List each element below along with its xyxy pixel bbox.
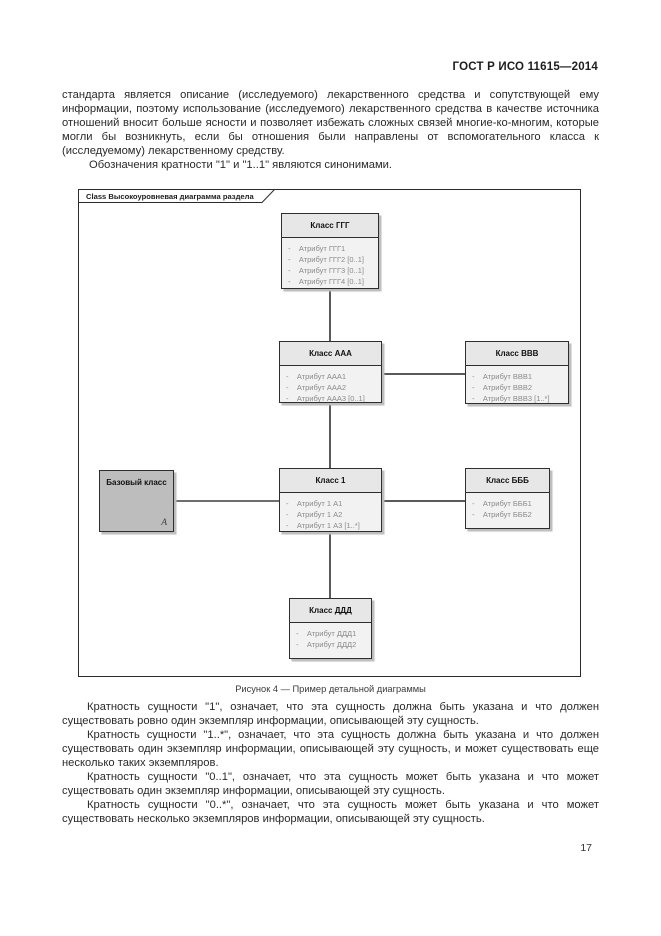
class-attribute: - Атрибут БББ2 [472,510,532,519]
page-number: 17 [580,842,592,854]
uml-class-ddd: Класс ДДД - Атрибут ДДД1 - Атрибут ДДД2 [289,598,372,659]
class-attribute: - Атрибут ААА2 [286,383,347,392]
class-attributes: - Атрибут ГГГ1 - Атрибут ГГГ2 [0..1] - А… [282,238,378,288]
class-attributes: - Атрибут ДДД1 - Атрибут ДДД2 [290,623,371,653]
class-attributes: - Атрибут 1 А1 - Атрибут 1 А2 - Атрибут … [280,493,381,531]
uml-class-ggg: Класс ГГГ - Атрибут ГГГ1 - Атрибут ГГГ2 … [281,213,379,289]
uml-class-1: Класс 1 - Атрибут 1 А1 - Атрибут 1 А2 - … [279,468,382,532]
class-attribute: - Атрибут ГГГ2 [0..1] [288,255,364,264]
class-attribute: - Атрибут ВВВ2 [472,383,533,392]
class-attribute: - Атрибут ГГГ4 [0..1] [288,277,364,286]
class-attribute: - Атрибут ГГГ1 [288,244,346,253]
connector-class1-bbb [382,500,465,502]
class-title: Класс ВВВ [466,342,568,366]
connector-ggg-aaa [329,289,331,341]
class-title: Класс ААА [280,342,381,366]
body-paragraph: Кратность сущности "0..*", означает, что… [62,799,599,825]
class-attribute: - Атрибут 1 А2 [286,510,343,519]
body-paragraph: Кратность сущности "0..1", означает, что… [62,771,599,797]
body-paragraph: Кратность сущности "1..*", означает, что… [62,729,599,769]
class-title: Класс ГГГ [282,214,378,238]
class-title: Класс 1 [280,469,381,493]
class-attribute: - Атрибут ААА1 [286,372,347,381]
connector-class1-ddd [329,532,331,598]
uml-diagram-frame: Class Высокоуровневая диаграмма раздела … [78,189,581,677]
class-attributes: - Атрибут БББ1 - Атрибут БББ2 [466,493,549,523]
connector-aaa-class1 [329,403,331,468]
figure-caption: Рисунок 4 — Пример детальной диаграммы [235,684,426,694]
body-text-block: Кратность сущности "1", означает, что эт… [62,700,599,826]
body-paragraph: Кратность сущности "1", означает, что эт… [62,701,599,727]
class-attribute: - Атрибут ДДД2 [296,640,357,649]
document-header: ГОСТ Р ИСО 11615—2014 [452,61,598,73]
class-title: Класс ДДД [290,599,371,623]
class-attribute: - Атрибут ВВВ3 [1..*] [472,394,550,403]
intro-paragraph: Обозначения кратности "1" и "1..1" являю… [89,159,393,171]
abstract-marker: A [161,518,167,528]
intro-text-block: стандарта является описание (исследуемог… [62,88,599,172]
class-attribute: - Атрибут ВВВ1 [472,372,533,381]
class-attribute: - Атрибут 1 А1 [286,499,343,508]
intro-paragraph: стандарта является описание (исследуемог… [62,89,599,157]
class-attributes: - Атрибут ВВВ1 - Атрибут ВВВ2 - Атрибут … [466,366,568,403]
uml-class-base: Базовый класс A [99,470,174,532]
frame-tab-label: Class Высокоуровневая диаграмма раздела [86,192,254,201]
uml-class-bbb: Класс БББ - Атрибут БББ1 - Атрибут БББ2 [465,468,550,529]
uml-class-aaa: Класс ААА - Атрибут ААА1 - Атрибут ААА2 … [279,341,382,403]
class-title: Класс БББ [466,469,549,493]
connector-aaa-vvv [382,373,465,375]
class-attribute: - Атрибут БББ1 [472,499,532,508]
uml-class-vvv: Класс ВВВ - Атрибут ВВВ1 - Атрибут ВВВ2 … [465,341,569,404]
class-attributes: - Атрибут ААА1 - Атрибут ААА2 - Атрибут … [280,366,381,403]
connector-base-class1 [174,500,279,502]
class-attribute: - Атрибут 1 А3 [1..*] [286,521,360,530]
class-attribute: - Атрибут ГГГ3 [0..1] [288,266,364,275]
class-title: Базовый класс [106,478,167,487]
class-attribute: - Атрибут ААА3 [0..1] [286,394,365,403]
frame-tab-shape [78,189,275,203]
class-attribute: - Атрибут ДДД1 [296,629,357,638]
